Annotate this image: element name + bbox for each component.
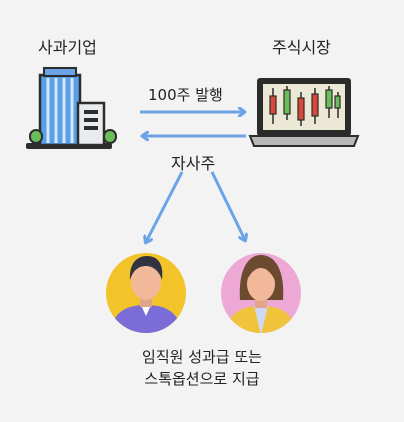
male-employee-avatar-icon bbox=[106, 253, 186, 333]
stock-chart-laptop-icon bbox=[248, 78, 360, 147]
issue-shares-label: 100주 발행 bbox=[148, 86, 223, 104]
treasury-stock-label: 자사주 bbox=[171, 154, 216, 173]
grant-arrow-right bbox=[210, 171, 245, 240]
caption-line-1: 임직원 성과급 또는 bbox=[142, 348, 262, 366]
company-label: 사과기업 bbox=[38, 38, 97, 57]
stock-market-label: 주식시장 bbox=[272, 38, 331, 57]
grant-caption: 임직원 성과급 또는 스톡옵션으로 지급 bbox=[0, 346, 404, 390]
building-icon bbox=[26, 67, 117, 149]
female-employee-avatar-icon bbox=[221, 253, 301, 333]
caption-line-2: 스톡옵션으로 지급 bbox=[144, 370, 260, 388]
grant-arrow-left bbox=[146, 171, 184, 242]
